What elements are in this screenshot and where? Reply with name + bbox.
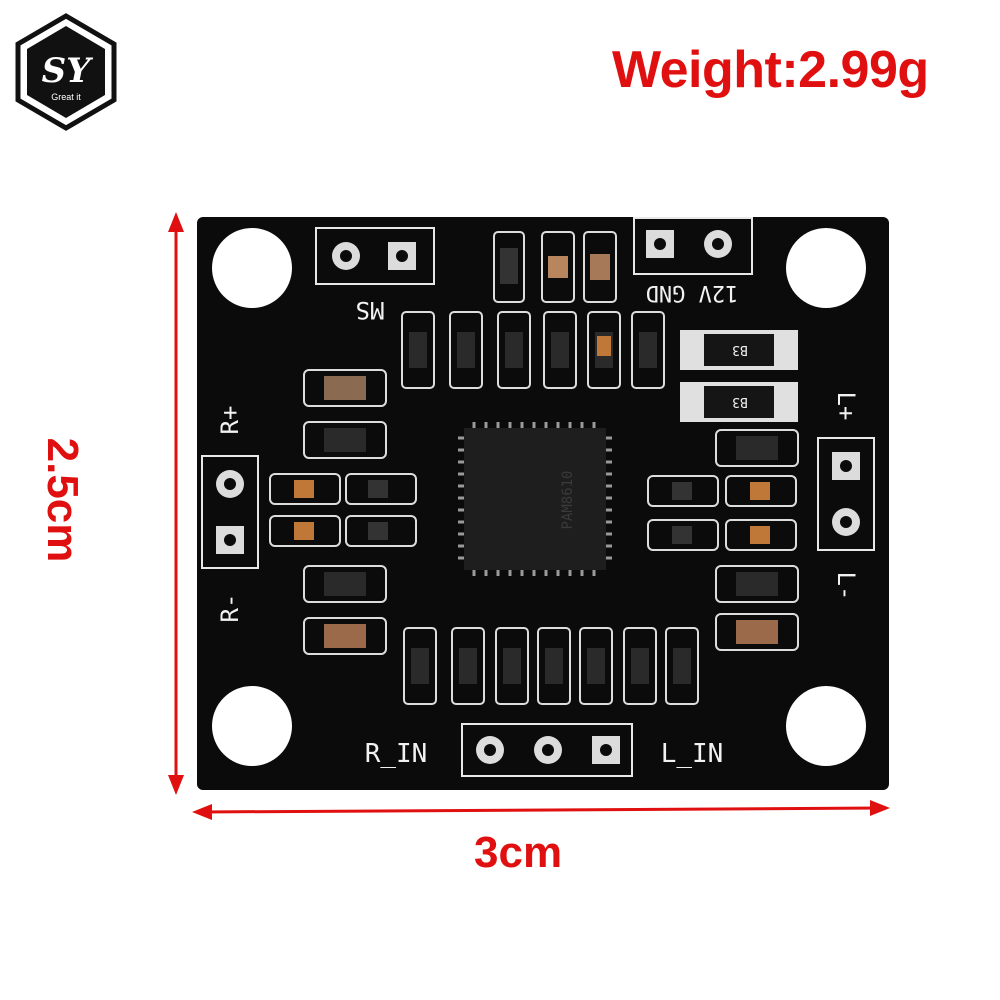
height-label: 2.5cm <box>38 437 87 563</box>
right-components <box>647 429 799 651</box>
mounting-hole <box>786 228 866 308</box>
label-l-plus: L+ <box>832 392 860 421</box>
label-r-in: R_IN <box>365 739 428 769</box>
mounting-hole <box>212 228 292 308</box>
ms-header-outline <box>315 227 435 285</box>
label-r-plus: R+ <box>216 406 244 435</box>
logo-tagline: Great it <box>51 92 81 102</box>
label-diode-1: B3 <box>732 342 748 357</box>
power-header-outline <box>633 217 753 275</box>
label-power: 12V GND <box>646 280 739 305</box>
lower-component-row <box>403 627 699 705</box>
weight-label: Weight:2.99g <box>612 41 929 99</box>
l-output-header-outline <box>817 437 875 551</box>
left-components <box>269 369 417 655</box>
upper-component-row <box>401 311 665 389</box>
label-r-minus: R- <box>216 594 244 623</box>
height-dimension-arrow <box>168 212 184 795</box>
mounting-hole <box>212 686 292 766</box>
logo-letters: SY <box>42 51 94 91</box>
label-l-in: L_IN <box>661 739 724 769</box>
label-l-minus: L- <box>832 572 860 601</box>
diode-d2: B3 <box>680 382 798 422</box>
brand-logo: SY Great it <box>15 13 117 131</box>
width-dimension-arrow <box>192 800 890 820</box>
chip-marking: PAM8610 <box>560 470 576 529</box>
top-components <box>493 231 617 303</box>
amplifier-chip: PAM8610 <box>458 422 612 576</box>
label-ms: MS <box>356 296 385 324</box>
r-output-header-outline <box>201 455 259 569</box>
diode-d1: B3 <box>680 330 798 370</box>
mounting-hole <box>786 686 866 766</box>
input-header-outline <box>461 723 633 777</box>
width-label: 3cm <box>474 828 563 877</box>
label-diode-2: B3 <box>732 394 748 409</box>
